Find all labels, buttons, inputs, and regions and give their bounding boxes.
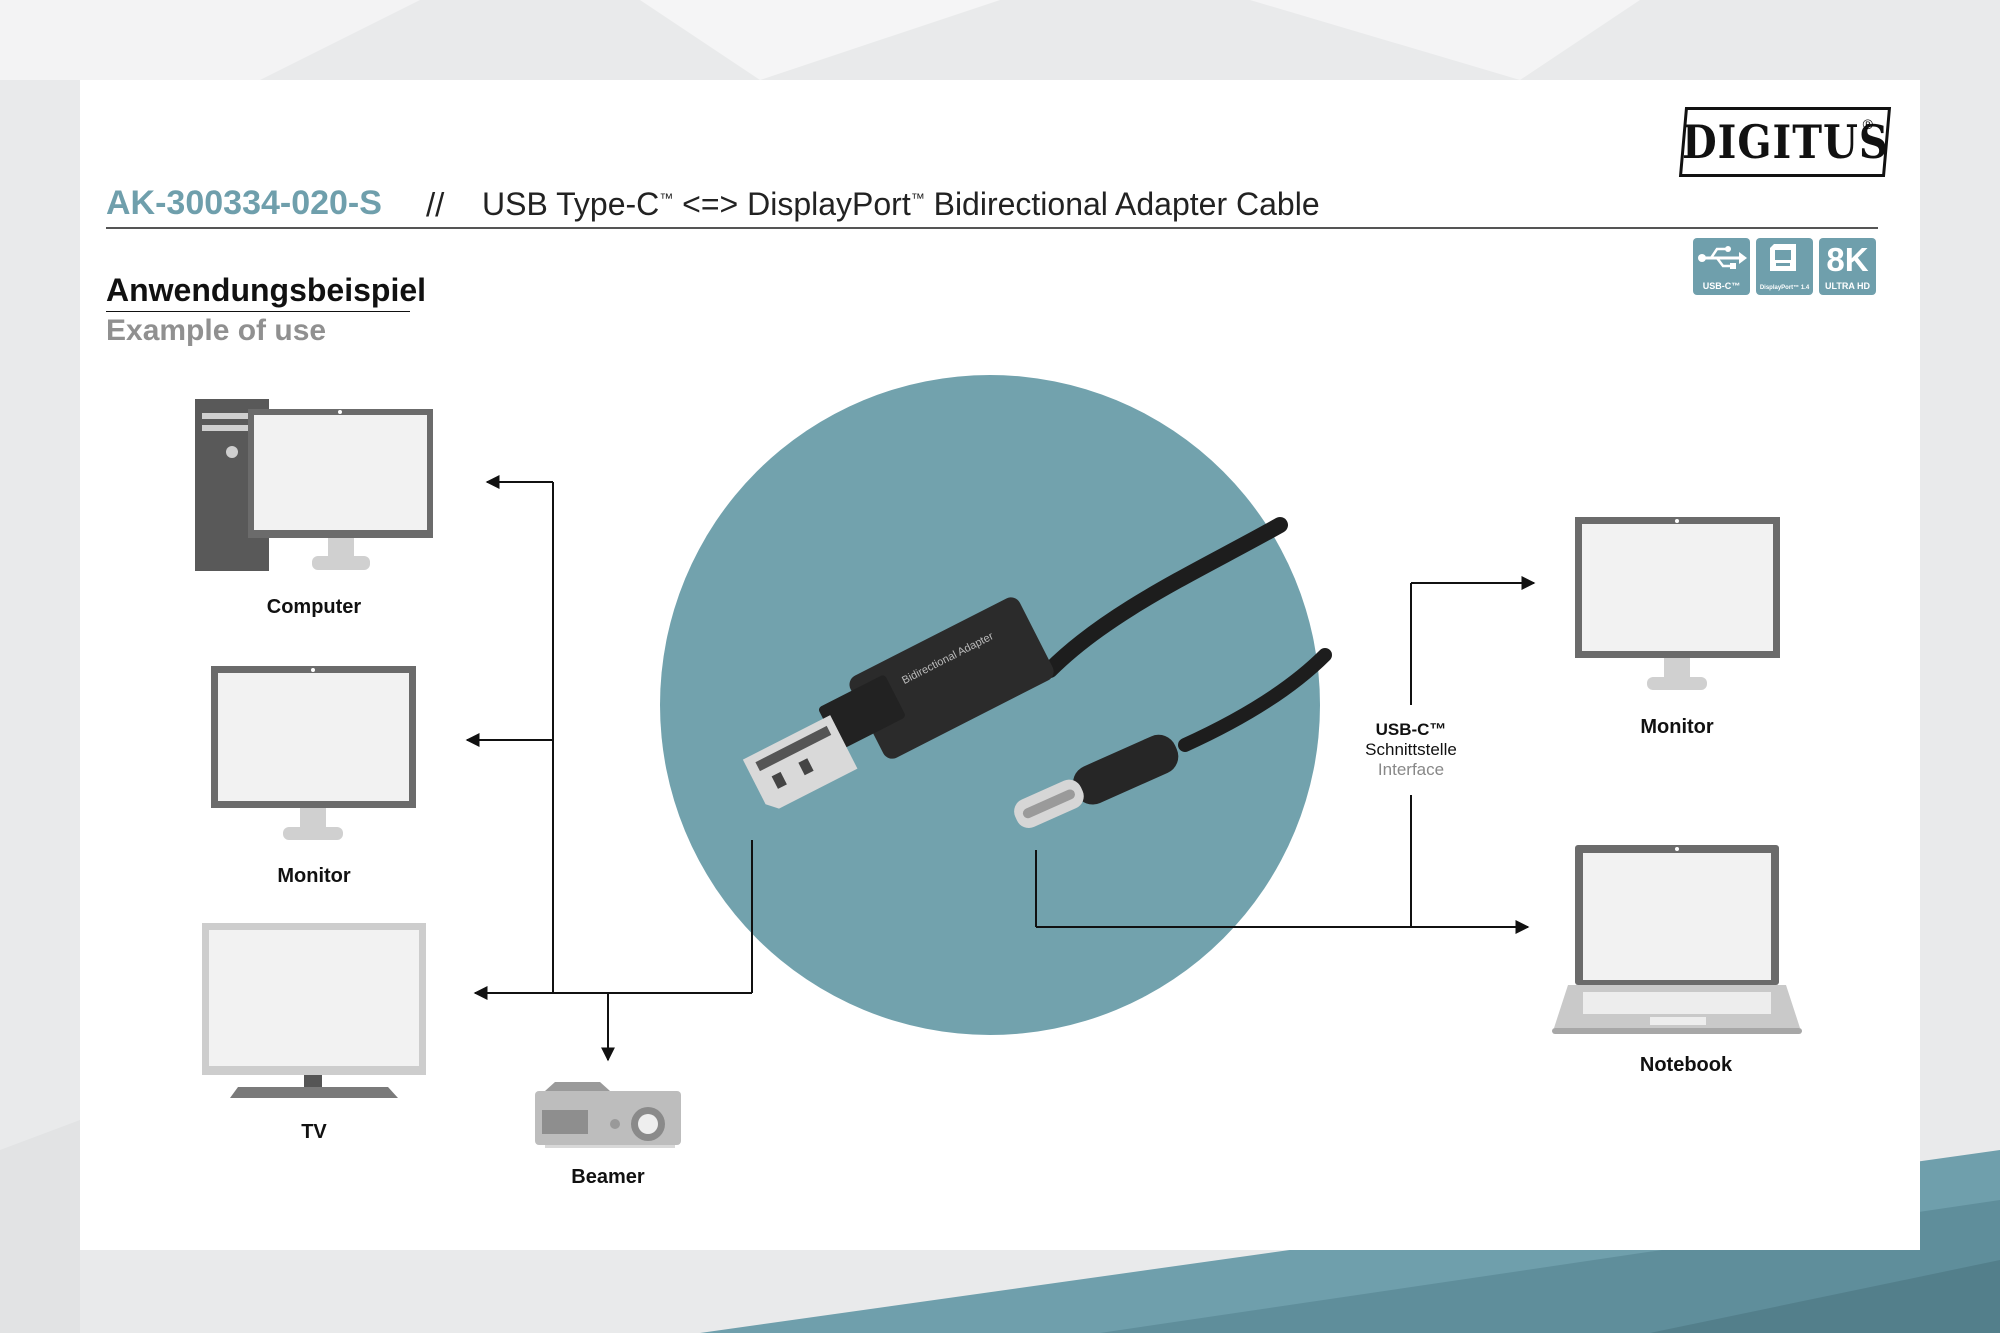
usb-c-connector [1014,734,1179,829]
notebook-label: Notebook [1639,1054,1733,1076]
cable-illustration: Bidirectional Adapter [742,517,1332,829]
monitor-right-label: Monitor [1640,716,1714,738]
badge-big-text: 8K [1826,241,1869,278]
usbc-note-title: USB-C™ [1375,720,1447,739]
monitor-left-icon [211,666,416,840]
usb-icon [1698,246,1747,269]
section-heading-english: Example of use [106,314,327,347]
8k-badge: 8K ULTRA HD [1819,238,1876,295]
tv-label: TV [301,1121,327,1143]
product-sku: AK-300334-020-S [106,184,382,222]
trademark-mark: ™ [910,190,925,206]
computer-label: Computer [266,596,362,618]
beamer-icon [535,1082,681,1148]
displayport-badge: DisplayPort™ 1.4 [1756,238,1813,295]
computer-icon [195,399,433,571]
tv-icon [202,923,426,1098]
beamer-label: Beamer [571,1166,645,1188]
title-part-displayport: <=> DisplayPort [673,186,911,222]
usbc-note-german: Schnittstelle [1365,740,1457,759]
monitor-right-icon [1575,517,1780,690]
section-heading-german: Anwendungsbeispiel [106,272,427,308]
displayport-connector: Bidirectional Adapter [742,597,1054,809]
badge-label: DisplayPort™ 1.4 [1759,285,1810,291]
product-title: USB Type-C™ <=> DisplayPort™ Bidirection… [482,186,1320,223]
notebook-icon [1552,845,1802,1034]
title-separator: // [426,186,445,223]
monitor-left-label: Monitor [277,865,351,887]
title-part-usbc: USB Type-C [482,186,660,222]
title-part-description: Bidirectional Adapter Cable [924,186,1320,222]
heading-underline [106,311,410,312]
title-divider [106,227,1878,229]
usb-c-interface-note: USB-C™ Schnittstelle Interface [1341,720,1481,780]
connection-lines [465,475,1536,1062]
badge-label: USB-C™ [1702,281,1741,291]
displayport-icon [1770,244,1796,271]
badge-label: ULTRA HD [1825,281,1870,291]
usbc-note-english: Interface [1377,760,1445,779]
trademark-mark: ™ [659,190,674,206]
usb-c-badge: USB-C™ [1693,238,1750,295]
